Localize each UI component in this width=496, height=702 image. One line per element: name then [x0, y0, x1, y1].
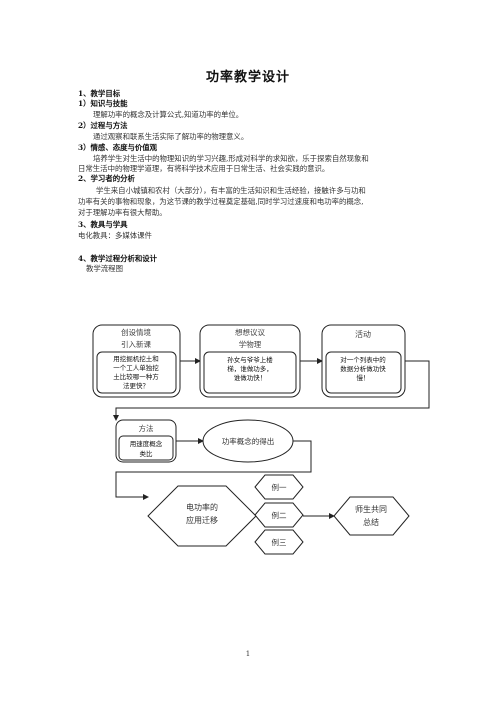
paragraph: 培养学生对生活中的物理知识的学习兴趣,形成对科学的求知欲，乐于探索自然现象和 [93, 154, 369, 163]
flow-box-situation-text: 法更快？ [123, 381, 149, 390]
flow-node-example-2-text: 例二 [272, 510, 287, 520]
flow-box-think-text: 孙女与爷爷上楼 [227, 355, 273, 364]
paragraph: 通过观察和联系生活实际了解功率的物理意义。 [93, 132, 249, 141]
flow-node-migration-text: 电功率的 [186, 502, 218, 512]
page-title: 功率教学设计 [205, 70, 290, 85]
section-heading: 1、教学目标 [78, 89, 121, 98]
flow-node-concept-text: 功率概念的得出 [222, 436, 275, 446]
flow-node-summary-text: 总结 [363, 517, 379, 527]
flow-box-situation-head2: 引入新课 [121, 339, 151, 349]
flow-box-think-text: 谁做功快！ [234, 373, 267, 382]
sub-heading: 3）情感、态度与价值观 [78, 143, 158, 152]
paragraph: 日常生活中的物理学道理，有将科学技术应用于日常生活、社会实践的意识。 [78, 164, 330, 173]
flow-box-activity-inner [325, 351, 402, 394]
section-heading: 3、教具与学具 [78, 220, 128, 229]
flow-box-method-text: 用速度概念 [130, 439, 163, 448]
section-heading: 2、学习者的分析 [78, 174, 135, 183]
flow-box-activity-text: 数据分析做功快 [340, 364, 386, 373]
flow-box-activity-text: 慢！ [357, 373, 370, 382]
flow-box-think-text: 梯，谁做功多， [227, 364, 273, 373]
paragraph: 对于理解功率有很大帮助。 [78, 208, 167, 217]
flow-node-summary-text: 师生共同 [355, 504, 387, 514]
paragraph: 电化教具：多媒体课件 [78, 231, 152, 240]
flow-box-think-head: 想想议议 [235, 327, 265, 337]
flow-node-example-1-text: 例一 [272, 482, 287, 492]
flow-box-situation-text: 一个工人单独挖 [113, 363, 159, 372]
flow-node-example-3-text: 例三 [272, 537, 287, 547]
flow-box-activity-head: 活动 [355, 329, 371, 339]
sub-heading: 2）过程与方法 [78, 121, 128, 130]
flow-node-example-1 [254, 474, 304, 500]
flow-box-method-inner [118, 435, 174, 461]
paragraph: 理解功率的概念及计算公式,知道功率的单位。 [93, 110, 244, 119]
flow-node-summary [333, 496, 410, 536]
section-heading: 4、教学过程分析和设计 [78, 254, 158, 263]
flow-box-situation-head: 创设情境 [121, 327, 151, 337]
flow-box-think-inner [203, 351, 297, 394]
flow-connector [113, 360, 430, 421]
sub-heading: 1）知识与技能 [78, 99, 128, 108]
flow-box-activity-text: 对一个列表中的 [340, 355, 386, 364]
flow-connector [115, 440, 312, 500]
flow-box-method-text: 类比 [140, 449, 154, 458]
flow-node-example-3 [254, 529, 304, 555]
flow-node-example-2 [254, 502, 304, 528]
flow-box-situation-text: 用挖掘机挖土和 [113, 354, 159, 363]
flow-node-migration-text: 应用迁移 [186, 515, 218, 525]
flow-box-think-head2: 学物理 [239, 339, 262, 349]
page-number: 1 [245, 650, 251, 658]
paragraph: 学生来自小城镇和农村（大部分），有丰富的生活知识和生活经验，接触许多与功和 [96, 186, 366, 195]
paragraph: 功率有关的事物和现象，为这节课的教学过程奠定基础,同时学习过速度和电功率的概念, [78, 197, 364, 206]
flow-box-method-head: 方法 [139, 423, 154, 433]
flow-box-situation-inner [96, 351, 177, 394]
flow-box-situation-text: 土比较哪一种方 [113, 372, 159, 381]
paragraph: 教学流程图 [86, 264, 123, 273]
